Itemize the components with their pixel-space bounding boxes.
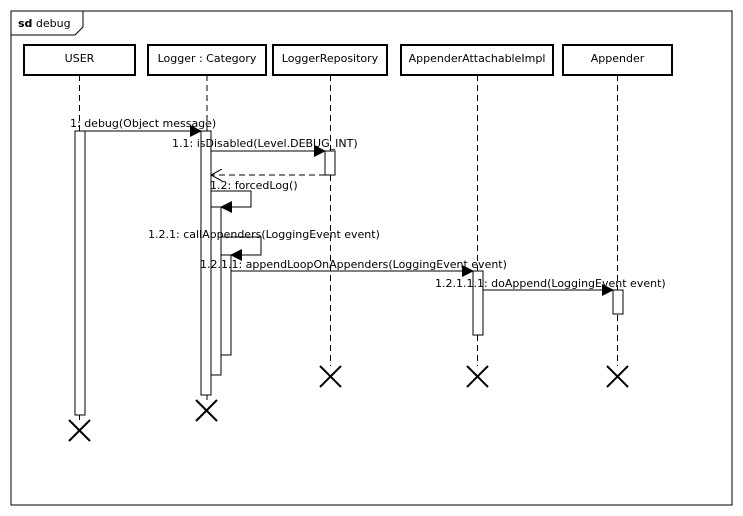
lifeline-label-attach: AppenderAttachableImpl [409,52,546,65]
message-label-1-2-1-1-1: 1.2.1.1.1: doAppend(LoggingEvent event) [435,277,666,290]
message-1: 1: debug(Object message) [70,117,216,137]
activation-repo [324,150,336,176]
message-label-1-2-1: 1.2.1: callAppenders(LoggingEvent event) [148,228,380,241]
frame-name: debug [36,17,71,30]
message-1-2-1-1-1: 1.2.1.1.1: doAppend(LoggingEvent event) [435,277,666,296]
frame-keyword: sd [18,17,32,30]
message-label-1-2-1-1: 1.2.1.1: appendLoopOnAppenders(LoggingEv… [200,258,507,271]
message-arrow-1-2-1 [221,236,262,261]
message-1-1: 1.1: isDisabled(Level.DEBUG_INT) [172,137,358,157]
activation-attach [472,270,484,336]
activation-logger-3 [220,254,232,356]
lifeline-label-repo: LoggerRepository [282,52,379,65]
activation-user [74,130,86,416]
frame-label: sd debug [18,17,71,30]
destroy-user [68,419,91,442]
lifeline-head-user [23,44,136,76]
diagram-frame [10,10,733,506]
lifeline-attach: AppenderAttachableImpl [400,44,554,366]
destroy-appender [606,365,629,388]
lifeline-label-appender: Appender [591,52,645,65]
lifeline-head-appender [562,44,673,76]
destroy-repo [319,365,342,388]
lifeline-label-logger: Logger : Category [158,52,257,65]
lifeline-label-user: USER [65,52,95,65]
frame-label-tab [11,11,84,36]
message-label-1-2: 1.2: forcedLog() [210,179,298,192]
message-1-2: 1.2: forcedLog() [210,179,298,213]
activation-appender [612,289,624,315]
lifeline-head-logger [147,44,267,76]
destroy-logger [195,399,218,422]
message-arrow-1-2 [211,190,252,213]
message-label-1: 1: debug(Object message) [70,117,216,130]
message-1-2-1-1: 1.2.1.1: appendLoopOnAppenders(LoggingEv… [200,258,507,277]
destroy-attach [466,365,489,388]
lifeline-repo: LoggerRepository [272,44,388,366]
message-1-2-1: 1.2.1: callAppenders(LoggingEvent event) [148,228,380,261]
lifeline-appender: Appender [562,44,673,366]
message-label-1-1: 1.1: isDisabled(Level.DEBUG_INT) [172,137,358,150]
